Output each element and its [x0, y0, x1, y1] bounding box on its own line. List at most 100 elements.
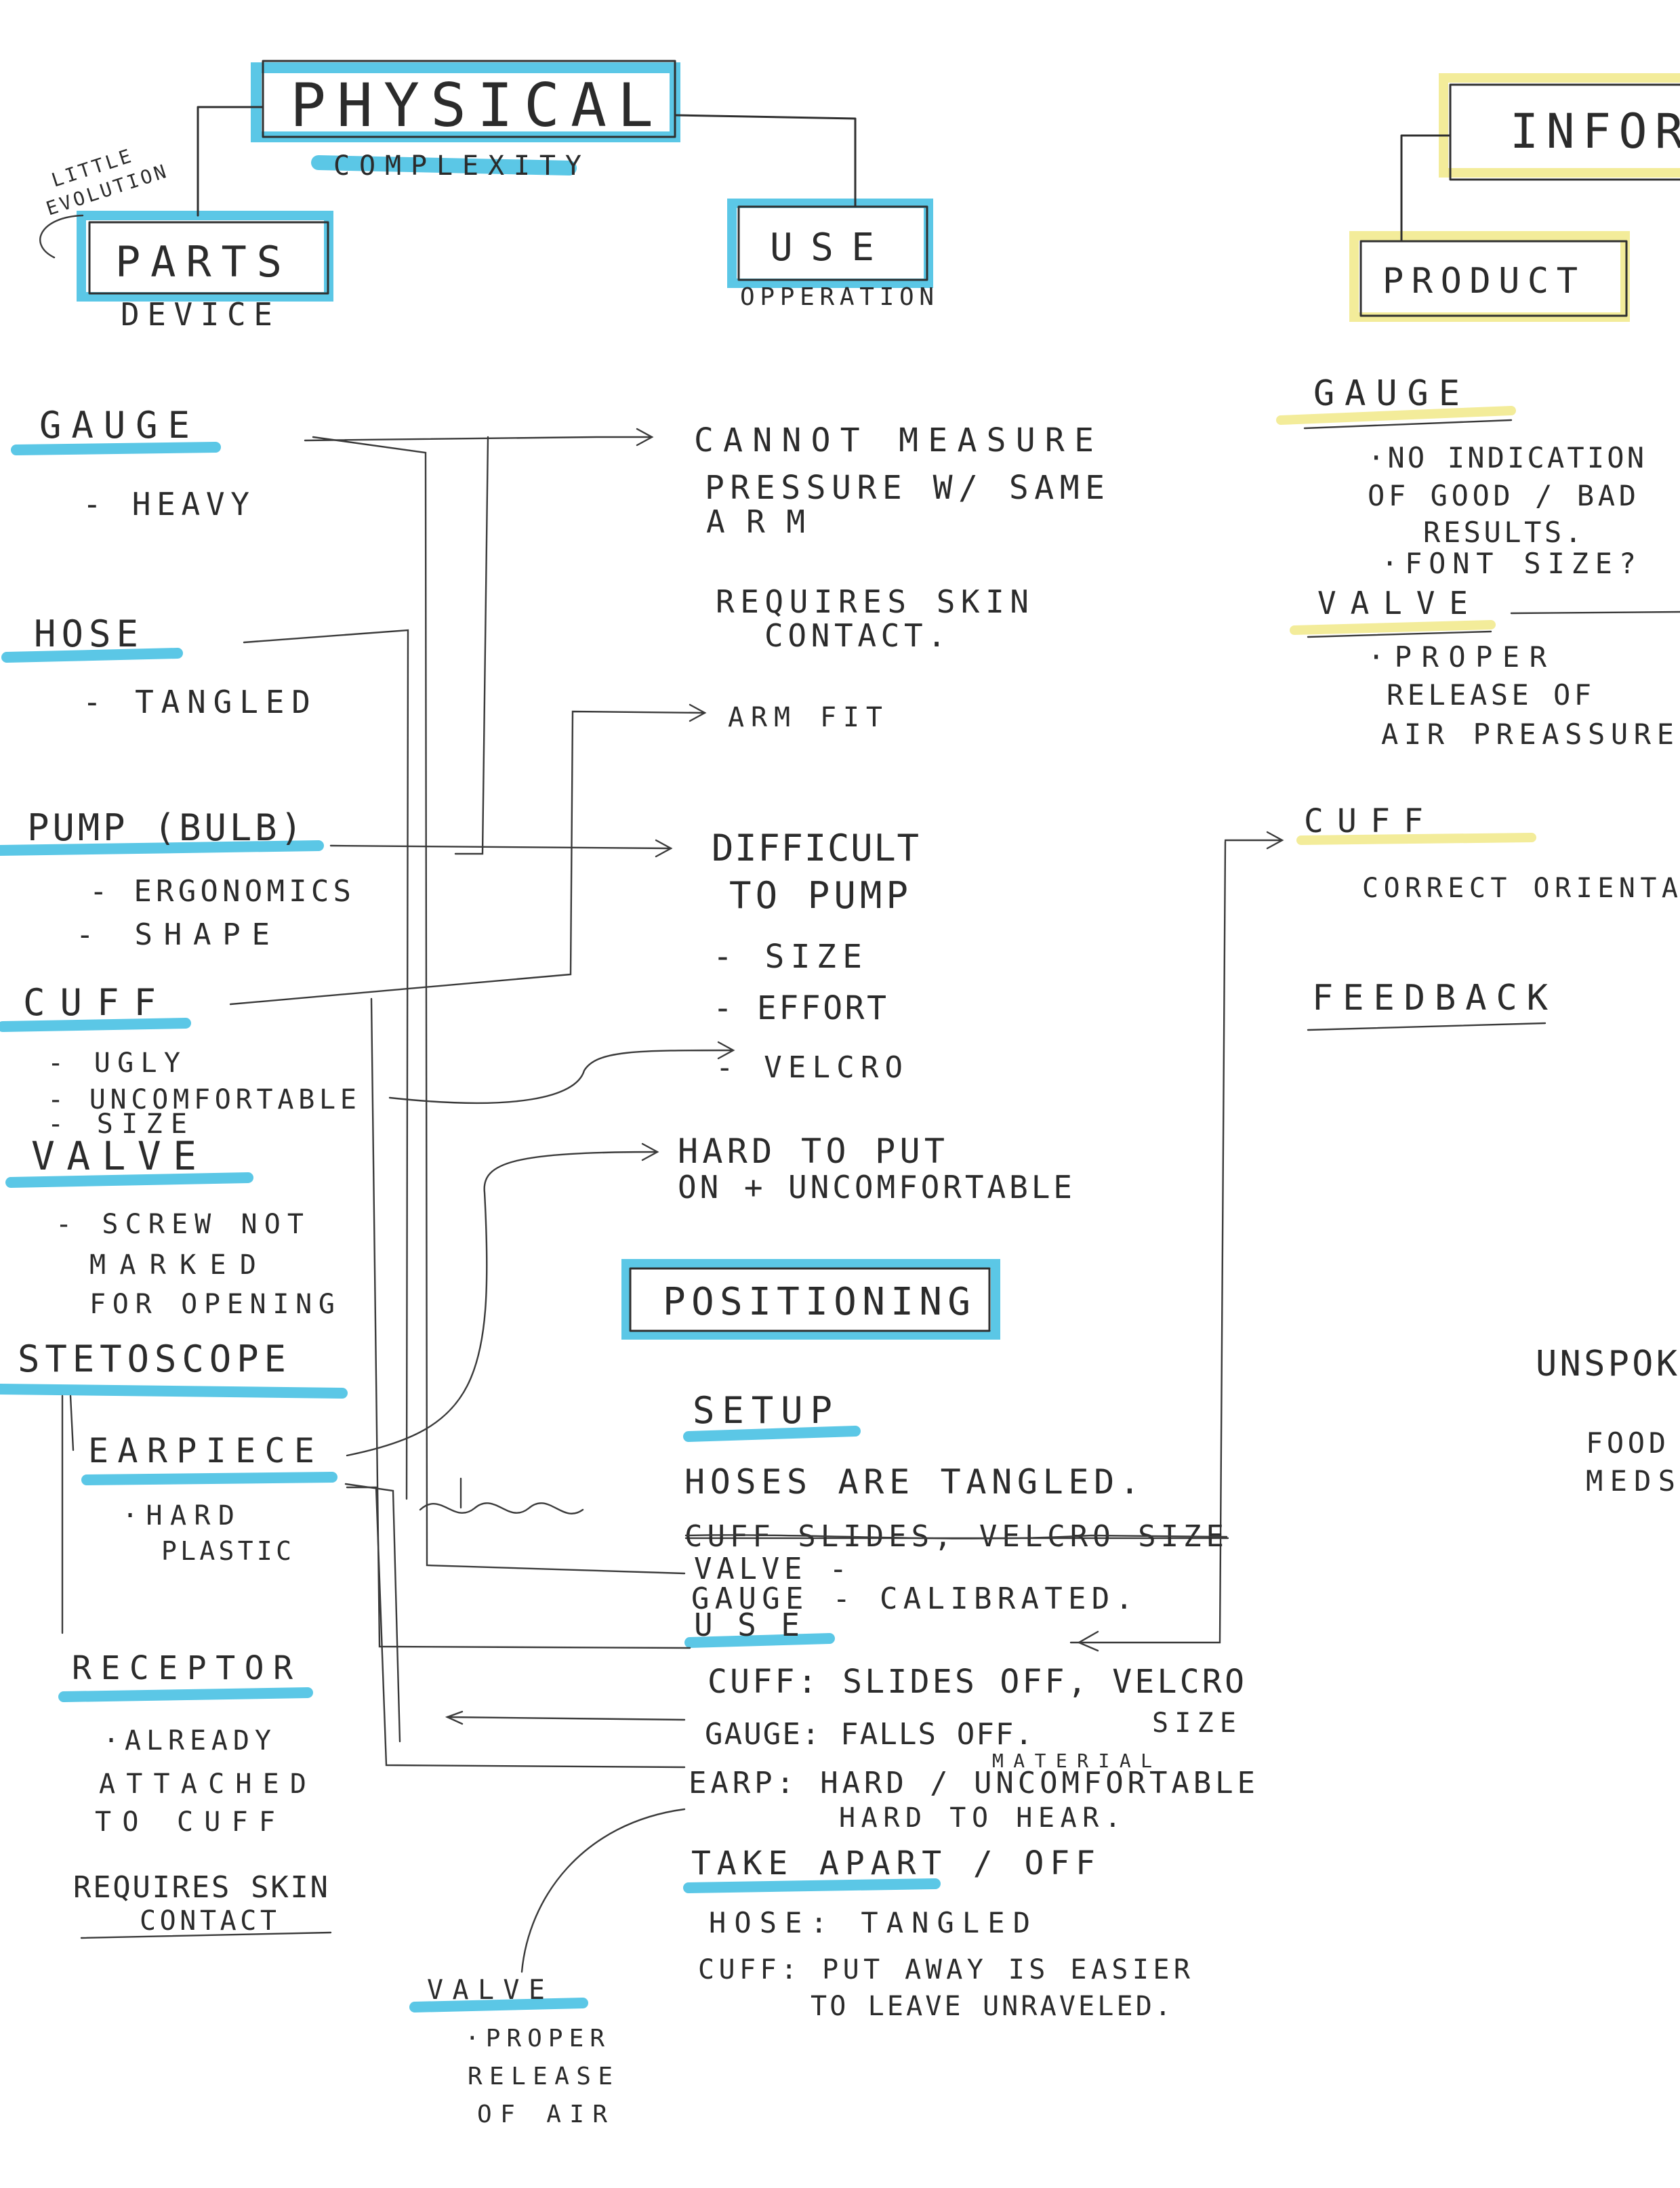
use-title: USE: [770, 226, 877, 270]
pump-note-1: - ERGONOMICS: [89, 874, 354, 909]
product-box-highlight: [1349, 231, 1630, 322]
valve-bottom-note-3: OF AIR: [477, 2101, 610, 2128]
use-difficult-note-2: - EFFORT: [713, 989, 889, 1027]
earpiece-note-2: PLASTIC: [161, 1536, 294, 1566]
info-valve-highlight: [1290, 620, 1496, 635]
valve-note-1: - SCREW NOT: [56, 1209, 306, 1240]
info-valve-note-3: AIR PREASSURE: [1381, 718, 1677, 751]
use-requires-line-1: REQUIRES SKIN: [716, 583, 1031, 620]
use-arm-fit: ARM FIT: [728, 702, 885, 733]
use-highlight: [684, 1633, 835, 1648]
cuff-highlight: [0, 1018, 191, 1032]
use-requires-line-2: CONTACT.: [764, 617, 949, 654]
use-line-3: GAUGE: FALLS OFF.: [705, 1717, 1036, 1752]
ink-layer: [39, 60, 1680, 1973]
use-line-6: HARD TO HEAR.: [839, 1802, 1124, 1834]
info-valve-label: VALVE: [1317, 585, 1471, 621]
receptor-note-1: ·ALREADY: [103, 1725, 274, 1756]
highlighter-layer: [0, 62, 1680, 2012]
hose-note-1: - TANGLED: [83, 684, 313, 720]
receptor-note-2: ATTACHED: [99, 1769, 309, 1800]
setup-line-4: GAUGE - CALIBRATED.: [691, 1582, 1136, 1616]
requires-line-1: REQUIRES SKIN: [73, 1870, 331, 1905]
setup-highlight: [683, 1426, 861, 1442]
use-box-highlight: [727, 199, 933, 288]
take-apart-highlight: [683, 1878, 941, 1893]
info-valve-note-2: RELEASE OF: [1387, 678, 1594, 711]
use-box: [737, 205, 928, 281]
take-apart-line-2: CUFF: PUT AWAY IS EASIER: [698, 1954, 1193, 1985]
product-box: [1359, 240, 1628, 317]
product-title: PRODUCT: [1382, 261, 1580, 302]
info-unspoken-note-2: MEDS: [1586, 1464, 1678, 1498]
cuff-note-2: - UNCOMFORTABLE: [47, 1084, 359, 1115]
receptor-highlight: [58, 1687, 313, 1702]
info-cuff-label: CUFF: [1304, 802, 1426, 840]
take-apart-label: TAKE APART / OFF: [691, 1844, 1098, 1882]
info-cuff-highlight: [1296, 833, 1536, 845]
stetoscope-highlight: [0, 1384, 348, 1399]
info-gauge-note-3: RESULTS.: [1423, 516, 1584, 549]
gauge-label: GAUGE: [39, 404, 192, 447]
receptor-note-3: TO CUFF: [95, 1807, 278, 1838]
info-unspoken-label: UNSPOK: [1536, 1344, 1680, 1384]
info-feedback-label: FEEDBACK: [1312, 978, 1551, 1018]
setup-line-1: HOSES ARE TANGLED.: [684, 1462, 1143, 1502]
valve-bottom-note-2: RELEASE: [468, 2063, 615, 2090]
setup-line-3: VALVE -: [694, 1552, 850, 1586]
info-cuff-note-1: CORRECT ORIENTA: [1362, 873, 1680, 904]
receptor-label: RECEPTOR: [72, 1649, 295, 1687]
positioning-title: POSITIONING: [663, 1280, 973, 1324]
earpiece-highlight: [81, 1472, 337, 1485]
pump-label: PUMP (BULB): [27, 806, 305, 849]
valve-bottom-highlight: [409, 1998, 588, 2012]
positioning-box-highlight: [621, 1259, 1000, 1340]
setup-strikethrough: [684, 1534, 1228, 1540]
valve-note-2: MARKED: [89, 1250, 259, 1281]
use-line-1: CUFF: SLIDES OFF, VELCRO: [708, 1663, 1247, 1701]
use-difficult-note-3: - VELCRO: [716, 1050, 905, 1085]
use-difficult-note-1: - SIZE: [713, 938, 865, 976]
use-cannot-line-3: ARM: [706, 503, 808, 540]
infor-box: [1449, 83, 1680, 181]
infor-box-highlight: [1439, 73, 1680, 178]
hose-label: HOSE: [34, 613, 141, 655]
hose-highlight: [1, 648, 183, 663]
use-cannot-line-2: PRESSURE W/ SAME: [705, 469, 1107, 507]
info-valve-note-1: ·PROPER: [1368, 640, 1549, 674]
info-gauge-highlight: [1276, 406, 1516, 425]
physical-title: PHYSICAL: [290, 70, 656, 140]
earpiece-label: EARPIECE: [88, 1431, 317, 1470]
pump-note-2: - SHAPE: [76, 917, 272, 952]
gauge-highlight: [11, 442, 221, 455]
use-cannot-line-1: CANNOT MEASURE: [694, 421, 1097, 459]
use-hard-line-2: ON + UNCOMFORTABLE: [678, 1169, 1075, 1205]
use-difficult-line-2: TO PUMP: [729, 874, 911, 917]
take-apart-line-3: TO LEAVE UNRAVELED.: [811, 1991, 1174, 2022]
valve-bottom-label: VALVE: [427, 1975, 548, 2006]
pump-highlight: [0, 840, 324, 856]
cuff-note-1: - UGLY: [47, 1048, 183, 1079]
take-apart-line-1: HOSE: TANGLED: [709, 1906, 1033, 1939]
opperation-label: OPPERATION: [740, 283, 937, 311]
infor-title: INFOR: [1510, 104, 1680, 159]
device-label: DEVICE: [121, 296, 275, 333]
info-gauge-note-1: ·NO INDICATION: [1368, 441, 1647, 474]
info-gauge-note-2: OF GOOD / BAD: [1368, 479, 1639, 512]
parts-box: [88, 221, 329, 295]
info-gauge-note-4: ·FONT SIZE?: [1381, 547, 1639, 580]
valve-label: VALVE: [31, 1133, 199, 1179]
positioning-box: [629, 1267, 991, 1332]
text-layer: PHYSICAL COMPLEXITY LITTLE EVOLUTION PAR…: [18, 70, 1680, 2128]
earpiece-note-1: ·HARD: [122, 1500, 237, 1531]
use-line-4: EARP: HARD / UNCOMFORTABLE: [689, 1766, 1258, 1800]
physical-box: [262, 60, 676, 138]
info-gauge-label: GAUGE: [1313, 373, 1462, 414]
cuff-label: CUFF: [23, 981, 159, 1024]
info-unspoken-note-1: FOOD: [1586, 1426, 1668, 1460]
use-difficult-line-1: DIFFICULT: [712, 827, 922, 869]
parts-title: PARTS: [115, 237, 285, 287]
setup-label: SETUP: [693, 1389, 835, 1432]
gauge-note-1: - HEAVY: [83, 486, 252, 522]
